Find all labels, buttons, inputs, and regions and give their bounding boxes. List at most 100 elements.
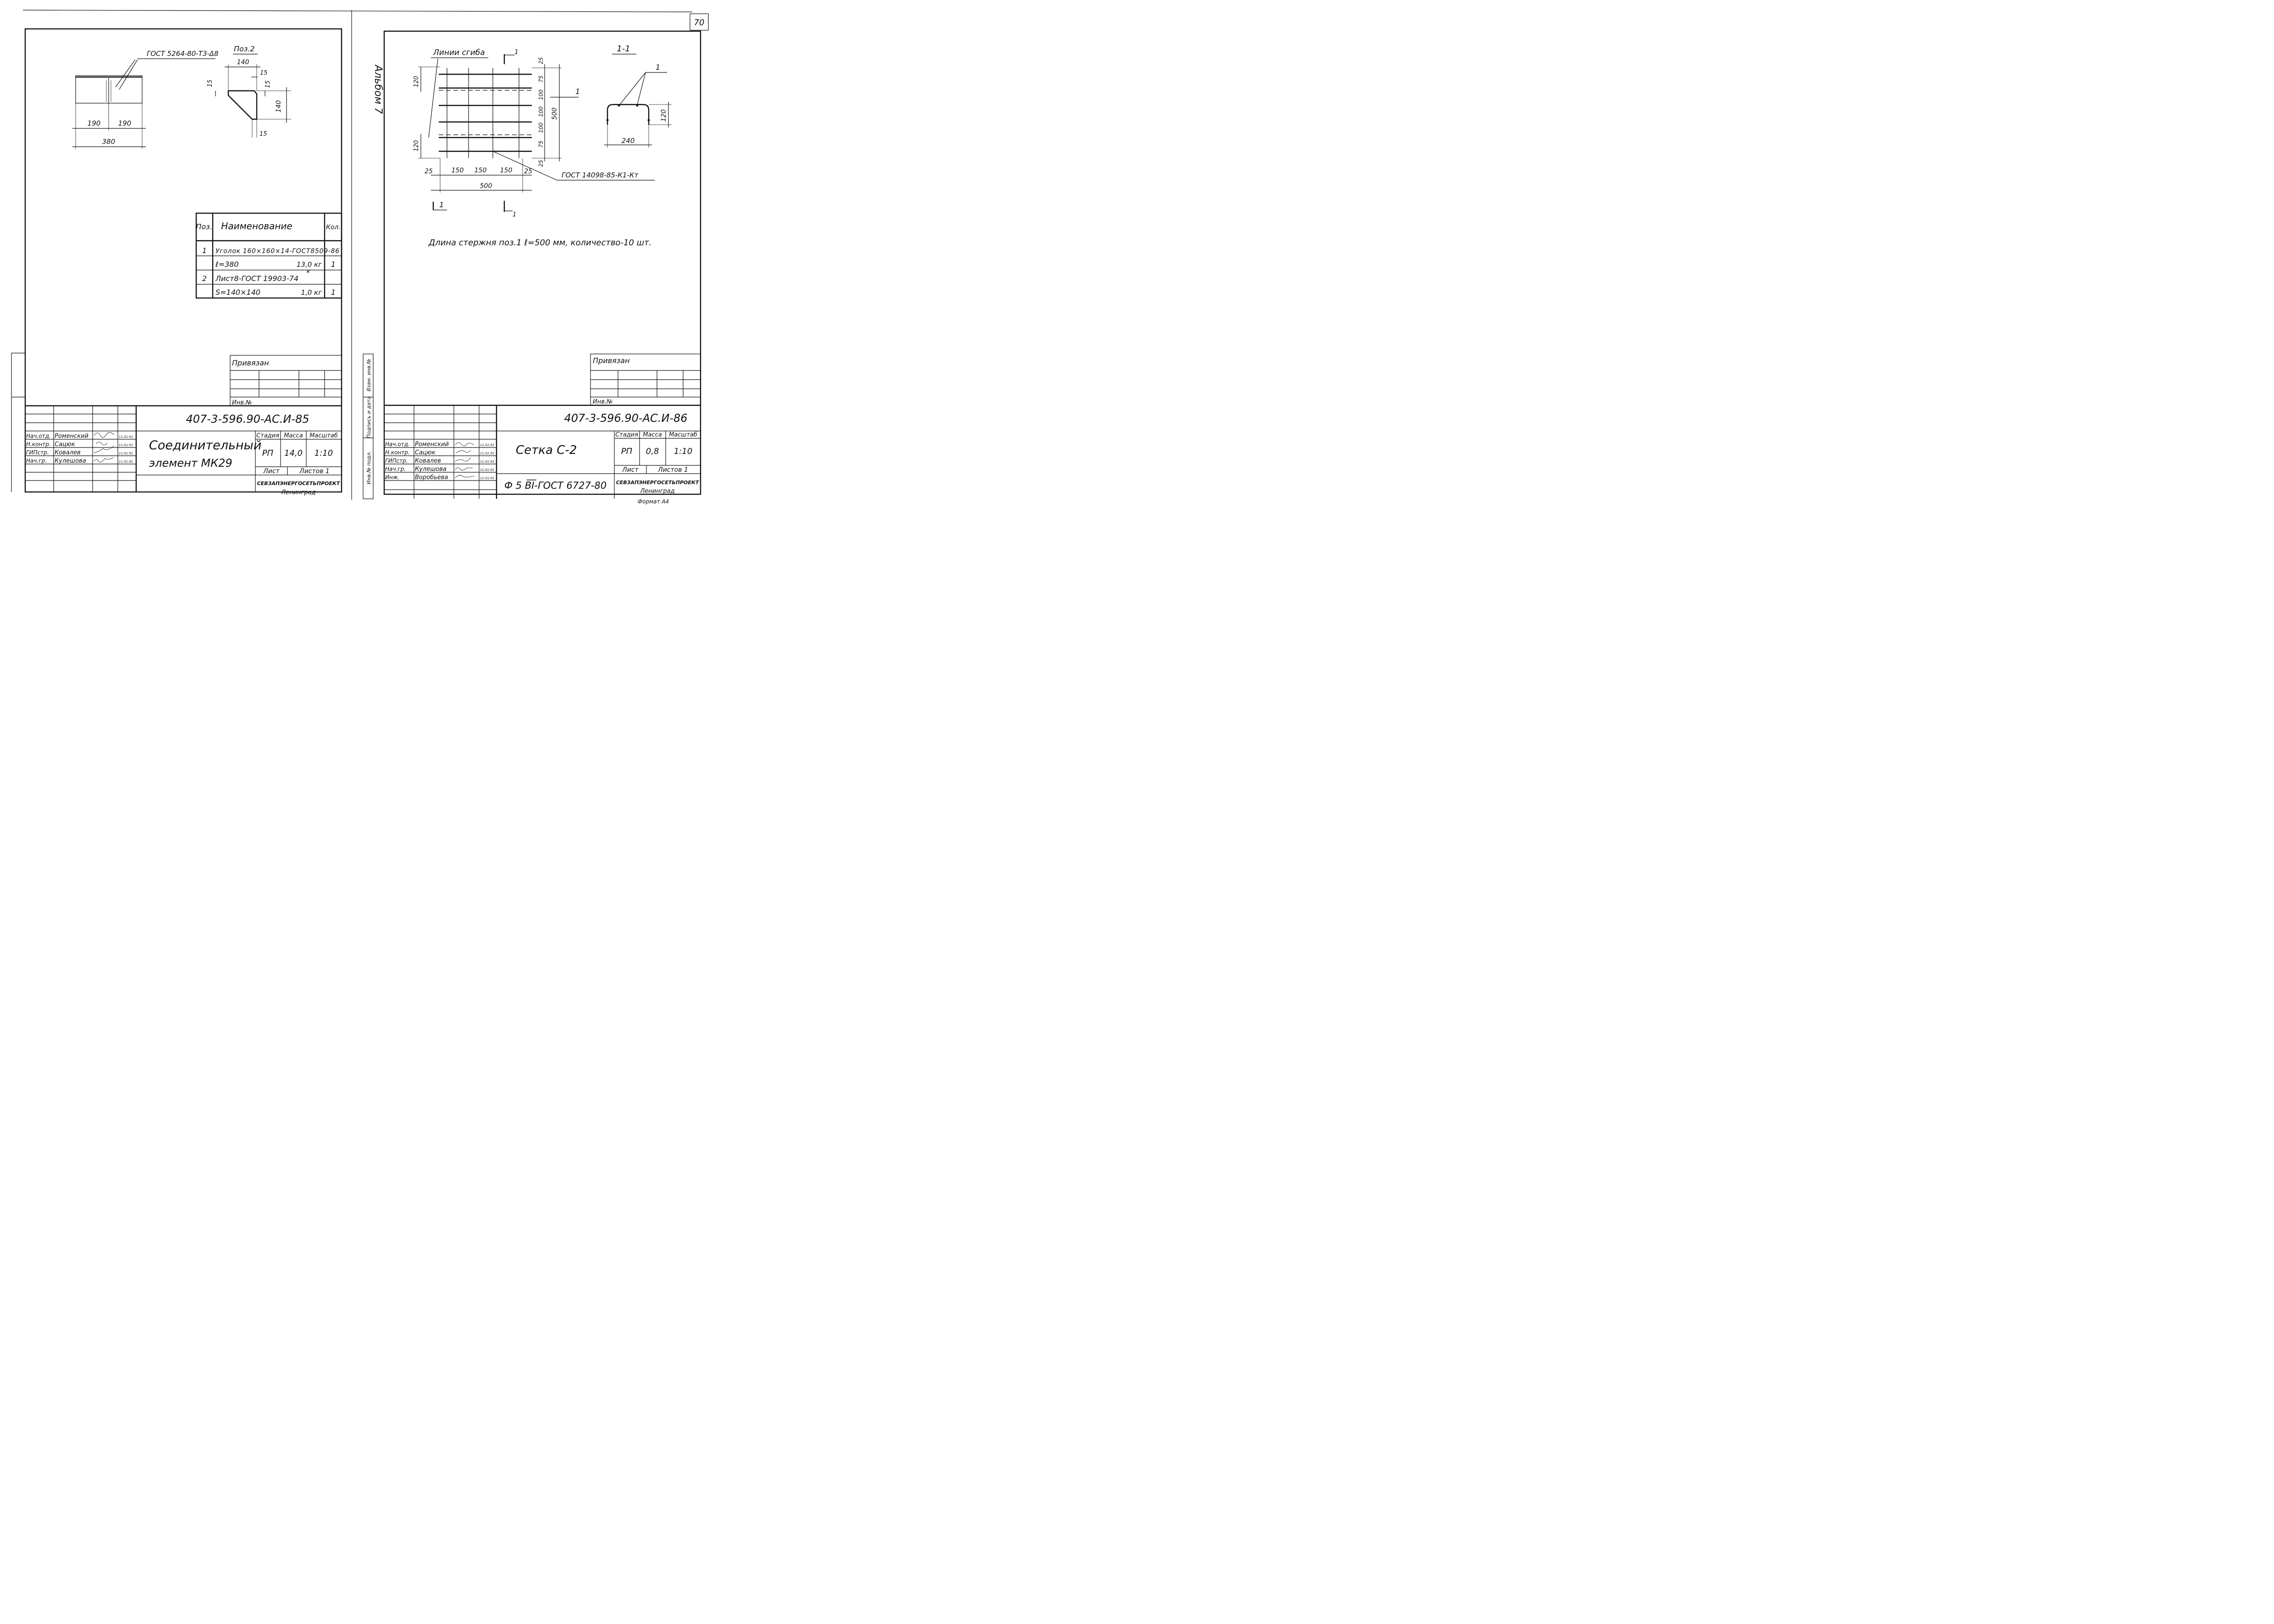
city-left: Ленинград [281,489,315,496]
staff-date-3-left: 11.01.91 [119,452,133,455]
staff-role-4-right: Нач.гр. [385,466,406,472]
scale-right: 1:10 [674,447,692,456]
privyazan-label: Привязан [232,359,269,367]
section-callout-1: 1 [656,63,660,72]
dim-100-b: 100 [538,106,544,117]
staff-name-4-left: Кулешова [55,458,86,464]
privyazan-label-right: Привязан [593,356,629,365]
staff-role-3-left: ГИПстр. [26,449,49,456]
dim-150-b: 150 [475,167,487,174]
binding-block-right: Привязан Инв.№ [590,354,701,406]
dim-25-left: 25 [425,168,433,175]
staff-date-2-left: 11.01.91 [119,443,133,447]
doc-code-left: 407-3-596.90-АС.И-85 [186,413,309,425]
section-dim-120: 120 [660,110,668,122]
spec-table: Поз. Наименование Кол. 1 Уголок 160×160×… [195,212,342,299]
doc-code-right: 407-3-596.90-АС.И-86 [564,412,688,425]
mass-right: 0,8 [646,447,659,456]
section-dim-240: 240 [622,137,635,145]
dim-190-a: 190 [88,119,101,127]
dim-75-b: 75 [538,141,544,148]
dim-150-c: 150 [500,167,513,174]
staff-name-3-left: Ковалев [55,449,81,456]
dim-100-a: 100 [538,89,544,100]
drawing-sheet: 70 ГОСТ 5264-80-Т3-Δ8 190 190 380 [11,10,709,505]
section-1-1-view: 1-1 1 120 240 [604,44,672,148]
spec-row3-star: * [306,268,310,277]
dim-190-b: 190 [118,119,132,127]
grid-callout: ГОСТ 14098-85-К1-Кт [562,171,639,179]
dim-25-right: 25 [524,168,532,175]
spec-row1-pos: 1 [202,246,207,255]
mass-left: 14,0 [284,448,303,458]
dim-120-b: 120 [413,140,420,152]
spec-header-qty: Кол. [326,224,341,231]
section-title: 1-1 [617,44,630,54]
staff-role-1-right: Нач.отд. [385,441,410,447]
staff-name-1-left: Роменский [55,433,88,440]
signature-1-left [94,432,115,438]
staff-role-4-left: Нач.гр. [26,458,47,464]
side-stamp-strip: Инв.№ подл. Подпись и дата Взам. инв.№ [363,354,374,499]
stage-right: РП [621,447,633,456]
sheets-label-left: Листов 1 [299,468,330,475]
signature-5-right [455,475,475,478]
format-label: Формат А4 [638,498,669,505]
staff-role-1-left: Нач.отд. [26,433,51,439]
dim-140-right: 140 [275,100,282,113]
signature-3-left [94,445,115,453]
spec-row4-size: S=140×140 [215,288,260,297]
staff-role-2-right: Н.контр. [385,449,410,456]
right-sheet: Альбом 7 Инв.№ подл. Подпись и дата Взам… [363,30,701,505]
signature-1-right [455,442,474,446]
mesh-plan-view: Линии сгиба 1 1 1 [413,48,655,218]
title-right: Сетка С-2 [516,443,577,457]
dim-500-vertical: 500 [551,108,558,120]
spec-row2-qty: 1 [331,260,336,269]
dim-15-c: 15 [265,80,271,88]
plate-pos2-view: Поз.2 140 15 15 15 140 15 [207,44,291,138]
binding-block: Привязан Инв.№ [230,355,342,406]
signature-4-left [94,457,114,463]
side-label-sign: Подпись и дата [366,396,372,438]
mass-header-left: Масса [284,432,303,439]
sheet-label-left: Лист [263,468,280,475]
dim-15-a: 15 [260,70,268,77]
top-edge [22,10,693,12]
signature-2-right [456,450,471,453]
dim-150-a: 150 [452,167,464,174]
side-label-replace: Взам. инв.№ [366,359,372,391]
staff-role-5-right: Инж. [385,474,399,481]
right-frame [383,30,701,495]
spec-row4-mass: 1,0 кг [301,288,322,297]
org-left: СЕВЗАПЭНЕРГОСЕТЬПРОЕКТ [257,481,341,486]
staff-role-3-right: ГИПстр. [385,458,408,464]
pos2-label: Поз.2 [234,44,255,53]
spec-header-name: Наименование [221,221,292,232]
weld-callout: ГОСТ 5264-80-Т3-Δ8 [147,50,219,58]
signature-2-left [96,442,108,445]
dim-140-top: 140 [237,59,249,66]
rod-note: Длина стержня поз.1 ℓ=500 мм, количество… [428,238,651,248]
city-right: Ленинград [640,488,674,495]
section-mark-top: 1 [514,49,519,56]
staff-name-1-right: Роменский [415,441,449,448]
spec-row3-name: Лист8-ГОСТ 19903-74 [215,274,298,283]
page-number-box [690,13,709,31]
section-mark-bottom: 1 [513,211,516,218]
scale-left: 1:10 [315,448,333,458]
left-sheet: ГОСТ 5264-80-Т3-Δ8 190 190 380 Поз.2 140… [11,28,342,496]
stage-header-right: Стадия [615,431,638,438]
staff-date-2-right: 11.01.91 [480,452,494,455]
stage-left: РП [262,448,274,458]
spec-row3-pos: 2 [202,274,207,283]
spec-row4-qty: 1 [331,288,336,297]
subtitle-right: Ф 5 В̅I̅-ГОСТ 6727-80 [504,479,607,491]
spec-header-pos: Поз. [196,222,212,231]
title-block-right: 407-3-596.90-АС.И-86 Сетка С-2 Ф 5 В̅I̅-… [384,404,701,505]
mass-header-right: Масса [643,431,662,438]
page-number: 70 [694,18,705,28]
inv-label-right: Инв.№ [593,398,613,405]
spec-row2-mass: 13,0 кг [297,260,322,269]
scale-header-right: Масштаб [669,431,697,438]
